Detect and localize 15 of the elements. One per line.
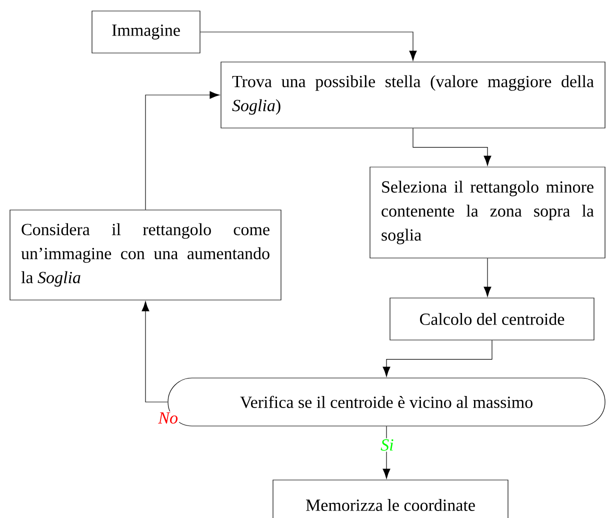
process-box: Immagine — [92, 10, 200, 54]
arrow — [412, 128, 492, 166]
arrow — [382, 340, 492, 377]
edge-label: Si — [380, 438, 395, 452]
arrow — [200, 32, 417, 61]
arrow — [142, 301, 168, 402]
process-box: Seleziona il rettangolo minore contenente la zona sopra la soglia — [370, 166, 606, 258]
arrow — [382, 426, 390, 479]
process-box: Memorizza le coordinate — [272, 480, 508, 518]
process-box: Trova una possibile stella (valore maggiore della Soglia) — [220, 62, 606, 128]
arrow — [145, 91, 220, 210]
process-box: Considera il rettangolo come un’immagine con una aumentando la Soglia — [10, 210, 282, 300]
process-box: Calcolo del centroide — [390, 298, 594, 340]
edge-label: No — [157, 411, 180, 425]
arrow — [484, 258, 492, 297]
